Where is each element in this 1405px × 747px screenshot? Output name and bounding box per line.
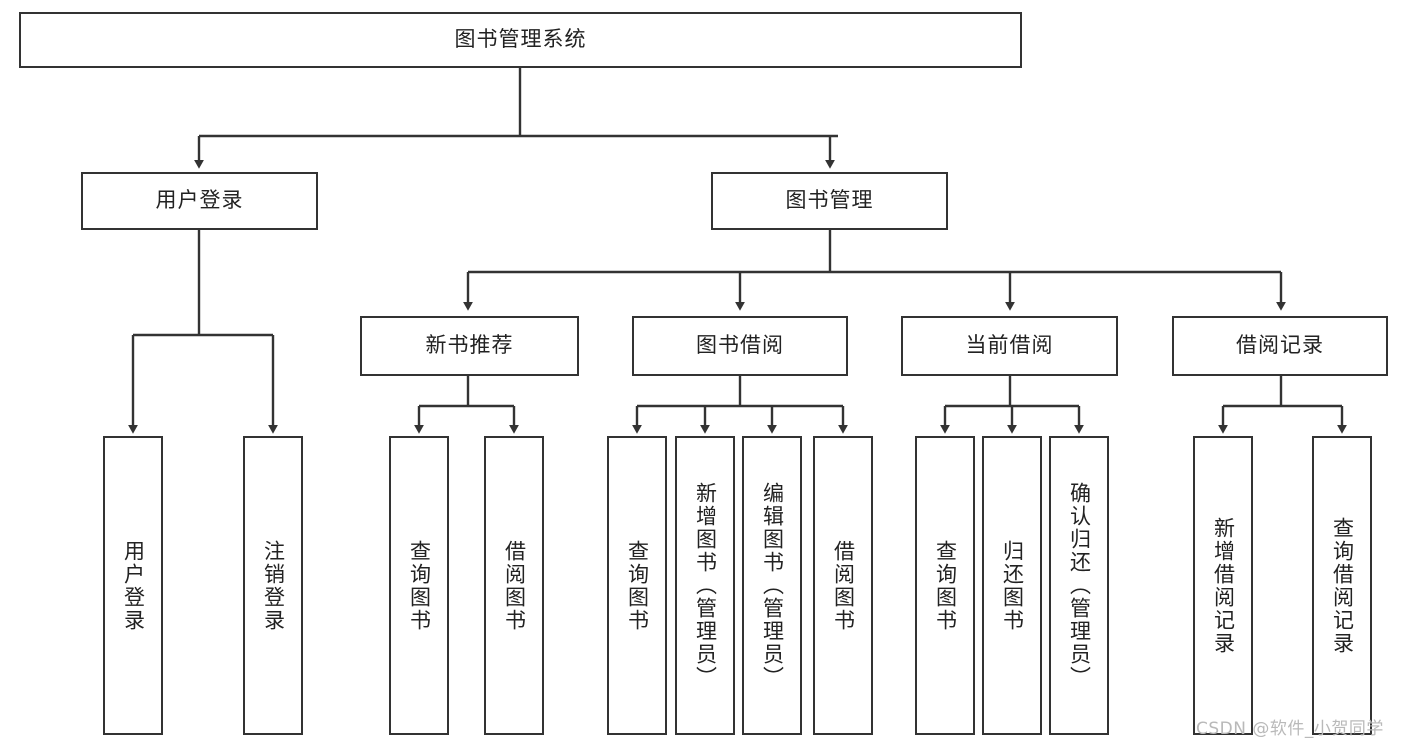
leaf-current-borrow-return[interactable]: 归还图书 (982, 436, 1042, 735)
node-label: 查询图书 (933, 539, 958, 632)
node-label: 当前借阅 (965, 333, 1054, 358)
node-label: 图书借阅 (696, 333, 784, 358)
node-label: 查询借阅记录 (1330, 516, 1355, 655)
leaf-current-borrow-query[interactable]: 查询图书 (915, 436, 975, 735)
node-label: 借阅记录 (1236, 333, 1324, 358)
watermark-text: CSDN @软件_小贺同学 (1196, 719, 1384, 739)
node-root-book-management-system[interactable]: 图书管理系统 (19, 12, 1022, 68)
node-label: 用户登录 (121, 539, 146, 632)
node-label: 查询图书 (407, 539, 432, 632)
node-new-book-recommend[interactable]: 新书推荐 (360, 316, 579, 376)
node-label: 图书管理 (785, 188, 874, 213)
node-book-borrow[interactable]: 图书借阅 (632, 316, 848, 376)
leaf-borrow-record-query[interactable]: 查询借阅记录 (1312, 436, 1372, 735)
leaf-book-borrow-query[interactable]: 查询图书 (607, 436, 667, 735)
leaf-current-borrow-confirm-return[interactable]: 确认归还（管理员） (1049, 436, 1109, 735)
node-label: 归还图书 (1000, 539, 1025, 632)
node-borrow-record[interactable]: 借阅记录 (1172, 316, 1388, 376)
node-label: 注销登录 (261, 539, 286, 632)
node-label: 查询图书 (625, 539, 650, 632)
node-book-management[interactable]: 图书管理 (711, 172, 948, 230)
leaf-book-borrow-add[interactable]: 新增图书（管理员） (675, 436, 735, 735)
leaf-book-borrow-borrow[interactable]: 借阅图书 (813, 436, 873, 735)
node-label: 确认归还（管理员） (1067, 482, 1092, 689)
leaf-user-login-login[interactable]: 用户登录 (103, 436, 163, 735)
node-label: 编辑图书（管理员） (760, 482, 785, 689)
node-label: 借阅图书 (502, 539, 527, 632)
leaf-new-book-query[interactable]: 查询图书 (389, 436, 449, 735)
leaf-new-book-borrow[interactable]: 借阅图书 (484, 436, 544, 735)
node-label: 图书管理系统 (454, 27, 587, 52)
leaf-user-login-logout[interactable]: 注销登录 (243, 436, 303, 735)
node-label: 用户登录 (155, 188, 244, 213)
node-label: 新增借阅记录 (1211, 516, 1236, 655)
node-label: 新增图书（管理员） (693, 482, 718, 689)
leaf-book-borrow-edit[interactable]: 编辑图书（管理员） (742, 436, 802, 735)
node-current-borrow[interactable]: 当前借阅 (901, 316, 1118, 376)
leaf-borrow-record-add[interactable]: 新增借阅记录 (1193, 436, 1253, 735)
node-user-login[interactable]: 用户登录 (81, 172, 318, 230)
node-label: 新书推荐 (425, 333, 514, 358)
node-label: 借阅图书 (831, 539, 856, 632)
